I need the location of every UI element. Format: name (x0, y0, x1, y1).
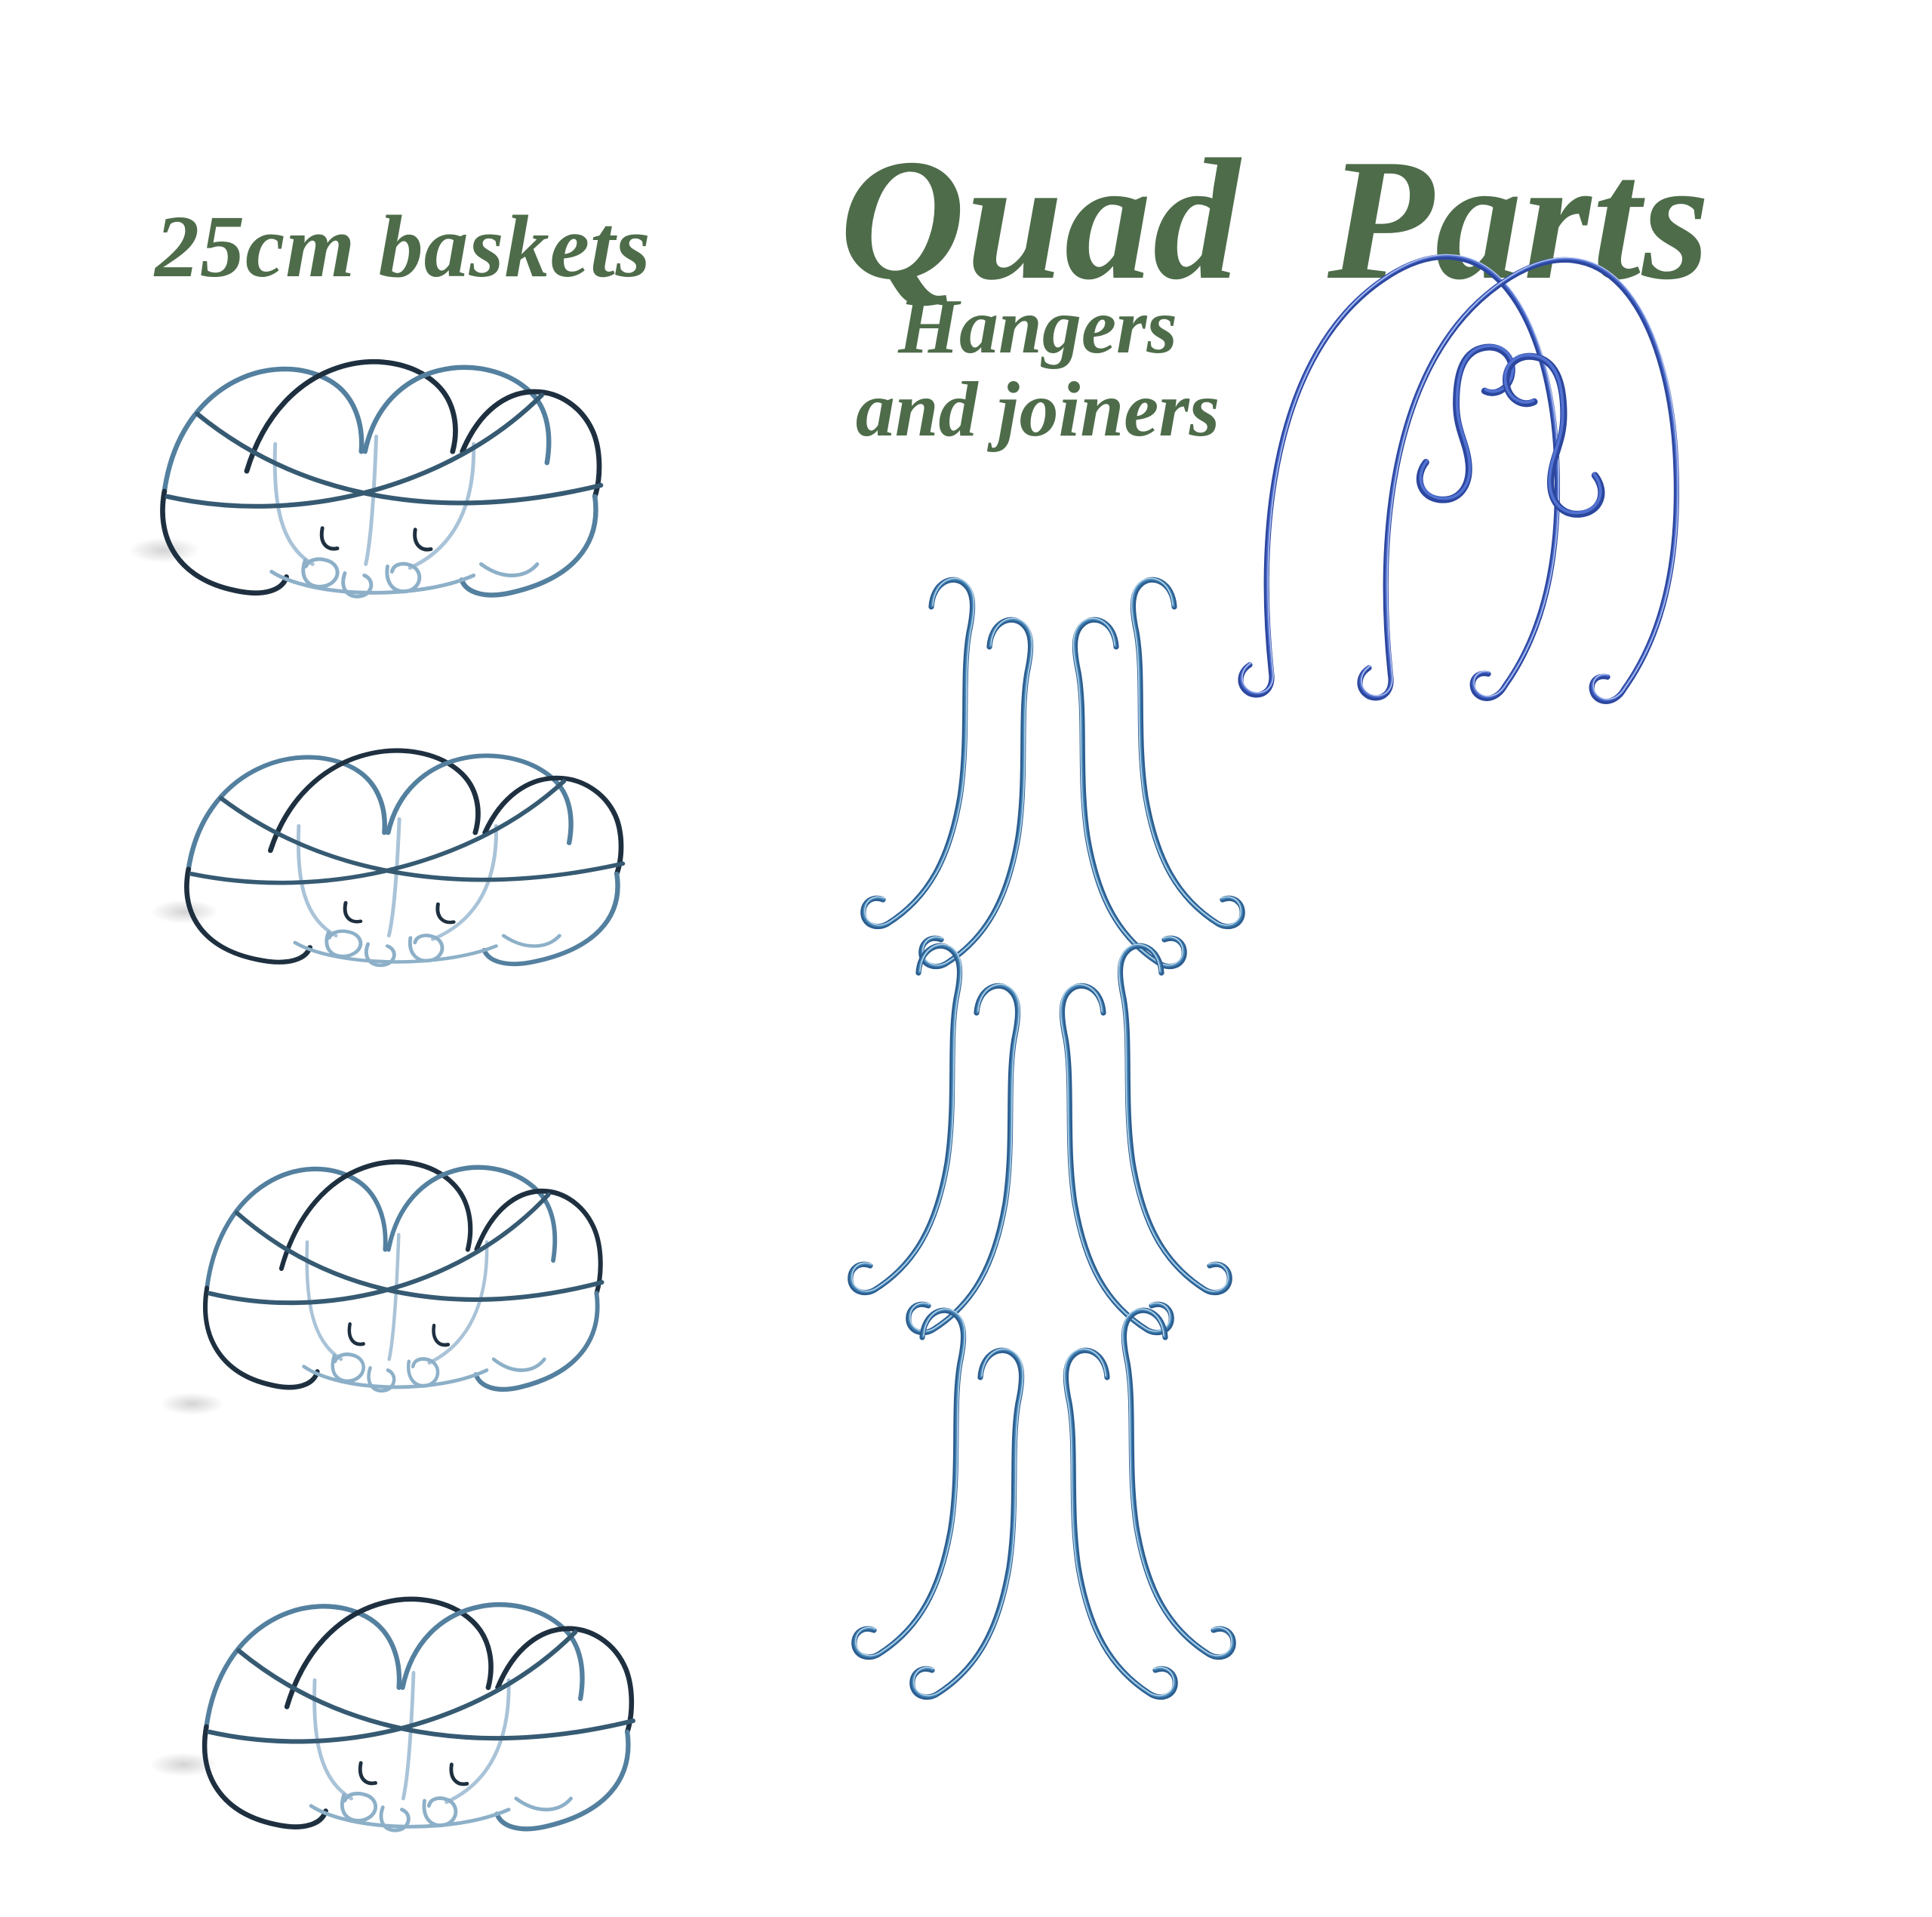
hangers-section-label: Hangers and joiners (762, 285, 1313, 451)
page-title: Quad Parts (839, 123, 1712, 316)
wire-basket-image (186, 751, 623, 965)
basket-shadow (160, 1392, 224, 1415)
hanger-wire-image (1073, 618, 1184, 966)
hanger-wire-image (863, 578, 974, 926)
wire-basket-image (205, 1599, 633, 1830)
basket-shadow (151, 900, 219, 924)
hanger-wire-image (854, 1309, 965, 1657)
hanger-wire-image (921, 618, 1032, 966)
hanger-wire-image (1122, 1309, 1233, 1657)
baskets-section-label: 25cm baskets (155, 197, 651, 296)
arch-hanger-image (1241, 254, 1558, 698)
hanger-wire-image (1118, 944, 1229, 1292)
s-hook-joiner-icon (1420, 346, 1512, 500)
wire-basket-image (163, 362, 601, 596)
hanger-wire-image (1060, 984, 1171, 1332)
hangers-label-line2: and joiners (855, 366, 1220, 454)
hanger-wire-image (851, 944, 961, 1292)
wire-basket-image (205, 1162, 602, 1391)
baskets-column (163, 362, 633, 1830)
hanger-wire-image (1131, 578, 1242, 926)
hanger-wires-group (851, 578, 1242, 1697)
hanger-wire-image (912, 1349, 1023, 1697)
hanger-wire-image (1064, 1349, 1175, 1697)
arch-hanger-image (1360, 257, 1678, 701)
arch-hangers-group (1241, 254, 1678, 701)
hanger-wire-image (909, 984, 1020, 1332)
basket-shadow (128, 537, 200, 563)
hangers-label-line1: Hangers (898, 283, 1177, 370)
